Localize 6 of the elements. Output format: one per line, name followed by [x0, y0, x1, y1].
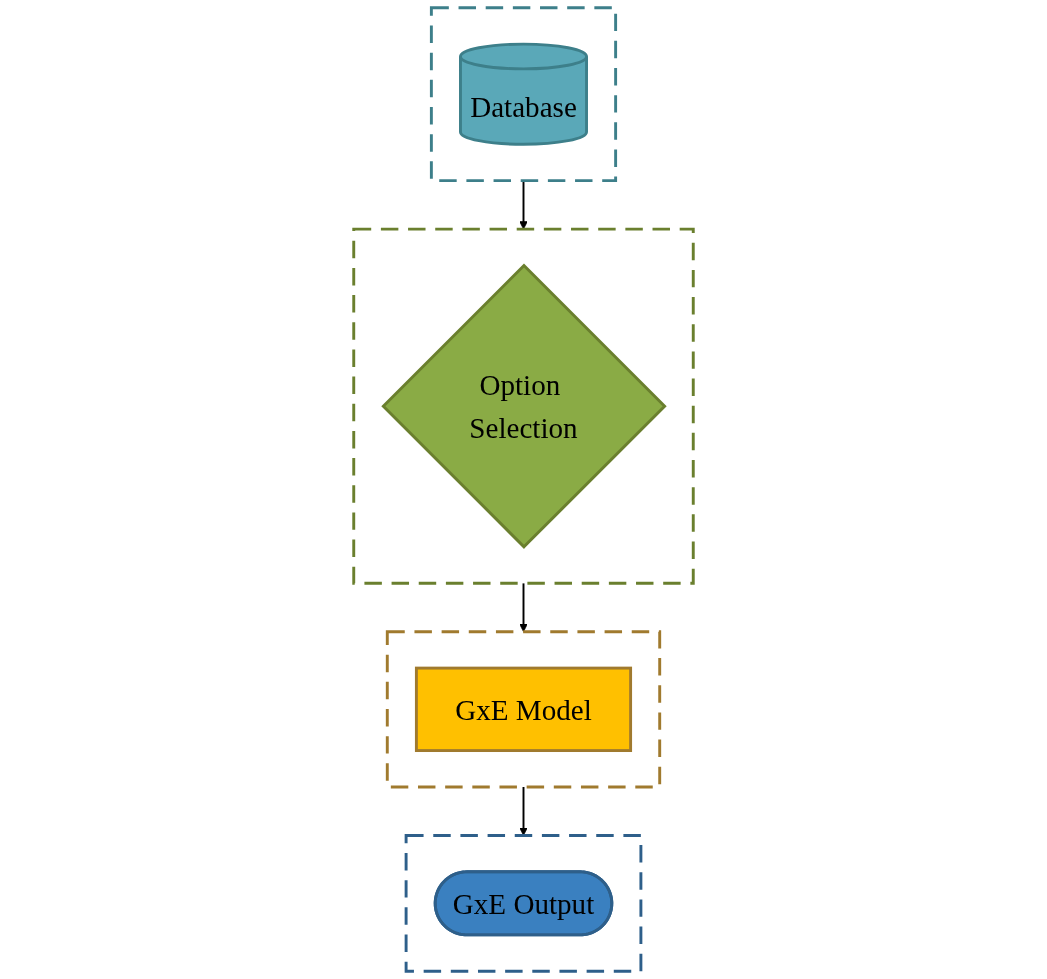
cluster: [429, 6, 618, 183]
cluster: [352, 227, 695, 585]
node-diamond: Option Selection: [381, 263, 667, 549]
cluster: [385, 630, 662, 789]
cluster: [404, 833, 643, 973]
node-box: GxE Model: [414, 666, 633, 752]
